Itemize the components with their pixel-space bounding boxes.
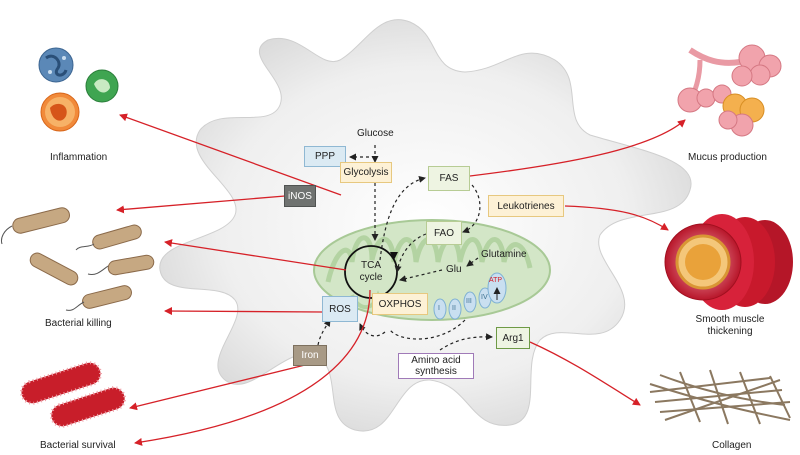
bacteria-survival-icon	[19, 361, 127, 428]
label-collagen: Collagen	[712, 440, 752, 451]
label-bacterial-survival: Bacterial survival	[40, 440, 116, 451]
fao-box: FAO	[426, 221, 462, 245]
label-atp: ATP	[489, 277, 503, 284]
arrow-glu-tca	[399, 269, 443, 283]
label-glu: Glu	[446, 264, 462, 275]
arg1-box: Arg1	[496, 327, 530, 349]
arrow-tca-survival	[134, 289, 371, 446]
label-bacterial-killing: Bacterial killing	[45, 318, 112, 329]
complex-ii	[448, 298, 462, 320]
complex-iii	[463, 291, 477, 313]
arrow-iron-survival	[129, 364, 306, 411]
ppp-box: PPP	[304, 146, 346, 167]
arrow-aminoacid-arg1	[439, 333, 493, 351]
arrow-fas-mucus	[469, 119, 686, 177]
bacteria-rods-icon	[1, 207, 155, 311]
arrow-inos-killing	[116, 195, 286, 214]
arrow-glycolysis-inflammation	[119, 113, 342, 196]
arrow-glutamine-glu	[466, 257, 479, 267]
label-complex-ii: II	[452, 305, 456, 312]
label-inflammation: Inflammation	[50, 152, 108, 163]
ros-box: ROS	[322, 296, 358, 322]
label-smooth-muscle-thickening: Smooth muscle thickening	[695, 314, 765, 337]
label-tca-cycle: TCA cycle	[359, 260, 383, 283]
arrow-etc-ros	[389, 319, 466, 340]
arrow-tca-fas	[379, 175, 426, 261]
oxphos-box: OXPHOS	[372, 293, 428, 315]
label-complex-iv: IV	[481, 294, 488, 301]
arrow-fas-fao	[462, 184, 481, 234]
collagen-icon	[649, 369, 791, 425]
arrow-leukotrienes-muscle	[564, 205, 669, 231]
airway-muscle-icon	[664, 214, 793, 310]
arrow-tca-killing	[164, 239, 347, 271]
arrow-fao-tca	[394, 233, 427, 273]
complex-i	[433, 298, 447, 320]
iron-box: Iron	[293, 345, 327, 366]
arrow-oxphos-ros	[359, 323, 386, 337]
lungs-icon	[677, 44, 782, 137]
etc-complexes	[433, 272, 507, 320]
label-mucus-production: Mucus production	[688, 152, 767, 163]
label-complex-iii: III	[466, 298, 472, 305]
label-glucose: Glucose	[357, 128, 394, 139]
amino-acid-synthesis-box: Amino acid synthesis	[398, 353, 474, 379]
inos-box: iNOS	[284, 185, 316, 207]
leukotrienes-box: Leukotrienes	[488, 195, 564, 217]
fas-box: FAS	[428, 166, 470, 191]
immune-cells-icon	[38, 47, 119, 132]
arrow-ros-killing	[164, 307, 323, 316]
arrow-arg1-collagen	[529, 341, 641, 406]
label-complex-i: I	[438, 305, 440, 312]
label-glutamine: Glutamine	[481, 249, 527, 260]
glycolysis-box: Glycolysis	[340, 162, 392, 183]
